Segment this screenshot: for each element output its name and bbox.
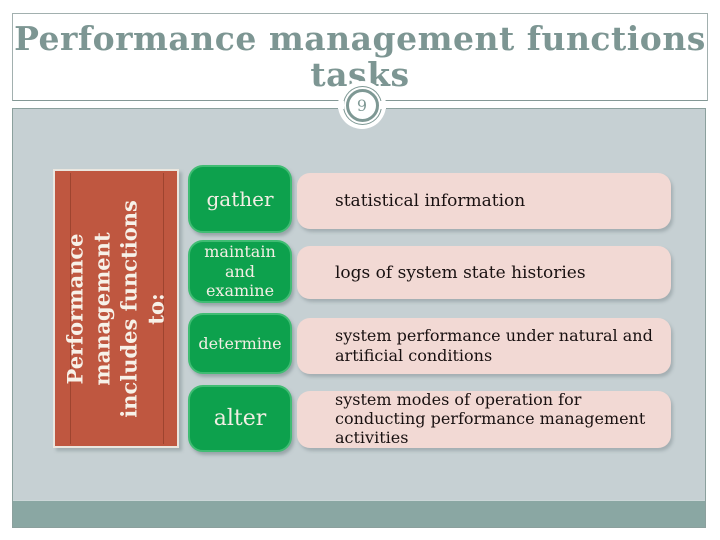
description-box-statistical-information: statistical information bbox=[297, 173, 671, 229]
description-text: system modes of operation for conducting… bbox=[335, 390, 646, 447]
action-shape-maintain-and-examine: maintain and examine bbox=[188, 240, 292, 303]
bottom-band bbox=[13, 500, 705, 527]
description-box-system-modes: system modes of operation for conducting… bbox=[297, 390, 671, 448]
slide-number-badge: 9 bbox=[338, 81, 386, 129]
action-shape-gather: gather bbox=[188, 165, 292, 233]
description-box-logs: logs of system state histories bbox=[297, 246, 671, 299]
action-shape-alter: alter bbox=[188, 385, 292, 452]
action-shape-determine: determine bbox=[188, 313, 292, 374]
content-area: Performance management includes function… bbox=[12, 108, 706, 528]
slide-number: 9 bbox=[356, 95, 368, 115]
badge-notch-left bbox=[338, 101, 344, 109]
action-label: gather bbox=[206, 187, 274, 211]
slide-title-box: Performance management functions tasks bbox=[12, 13, 708, 101]
slide-number-ring: 9 bbox=[345, 88, 379, 122]
description-text: statistical information bbox=[335, 191, 526, 211]
badge-notch-right bbox=[380, 101, 386, 109]
action-label: determine bbox=[198, 334, 282, 353]
description-box-system-performance: system performance under natural and art… bbox=[297, 318, 671, 374]
category-box: Performance management includes function… bbox=[53, 169, 179, 448]
description-text: logs of system state histories bbox=[335, 262, 586, 283]
category-label: Performance management includes function… bbox=[62, 199, 168, 418]
slide-title: Performance management functions tasks bbox=[14, 19, 706, 94]
action-label: alter bbox=[213, 406, 267, 431]
category-box-rule-right bbox=[163, 173, 164, 444]
description-text: system performance under natural and art… bbox=[335, 326, 653, 365]
action-label: maintain and examine bbox=[204, 242, 276, 301]
category-box-rule-left bbox=[70, 173, 71, 444]
